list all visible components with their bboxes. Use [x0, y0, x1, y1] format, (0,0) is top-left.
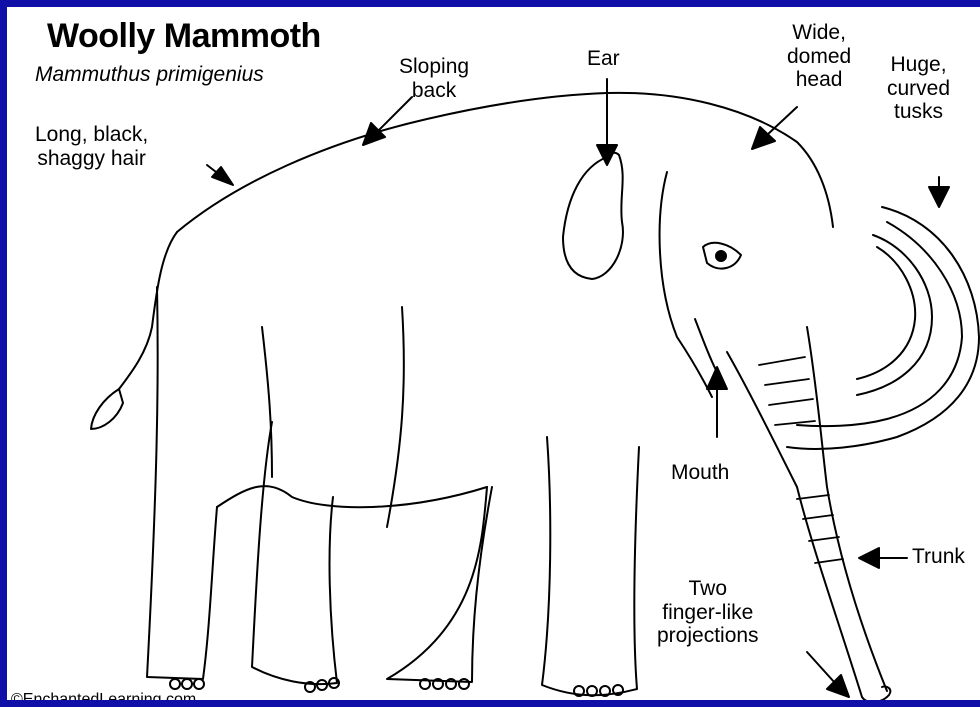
label-hair: Long, black, shaggy hair	[35, 123, 148, 170]
mammoth-drawing	[7, 7, 980, 707]
ear-outline	[563, 153, 623, 279]
belly-line	[217, 486, 487, 507]
copyright-notice: ©EnchantedLearning.com	[11, 691, 196, 707]
toenails	[170, 678, 623, 696]
mammoth-tail	[119, 232, 177, 389]
label-mouth: Mouth	[671, 461, 729, 485]
tusk-left-inner	[857, 247, 915, 379]
mammoth-back-outline	[177, 93, 833, 232]
label-fingers: Two finger-like projections	[657, 577, 759, 648]
mammoth-tail-tuft	[91, 389, 123, 429]
label-ear: Ear	[587, 47, 620, 71]
label-back: Sloping back	[399, 55, 469, 102]
tusk-right	[787, 207, 979, 449]
diagram-title: Woolly Mammoth	[47, 17, 321, 55]
scientific-name: Mammuthus primigenius	[35, 63, 264, 87]
front-leg-back	[387, 487, 492, 682]
face-outline	[660, 172, 712, 397]
tusk-left	[857, 235, 932, 395]
label-tusks: Huge, curved tusks	[887, 53, 950, 124]
eye-pupil	[716, 251, 726, 261]
arrow-head	[767, 107, 797, 135]
hind-leg-rear	[147, 287, 217, 679]
hind-leg-front	[252, 422, 337, 684]
tusk-right-inner	[797, 222, 962, 426]
trunk-outline-right	[807, 327, 887, 691]
trunk-wrinkles	[759, 357, 843, 563]
label-arrows	[207, 79, 949, 697]
arrow-fingers	[807, 652, 835, 683]
front-leg-front	[542, 437, 639, 695]
label-head: Wide, domed head	[787, 21, 851, 92]
mouth-line	[695, 319, 717, 372]
leg-crease	[387, 307, 404, 527]
label-trunk: Trunk	[912, 545, 965, 569]
